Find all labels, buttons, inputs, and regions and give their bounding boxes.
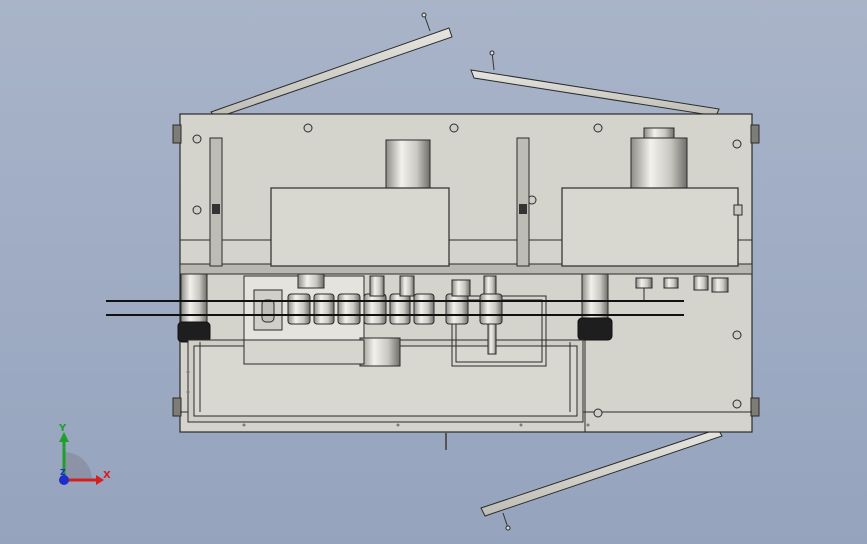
z-axis-label: Z [60,468,66,477]
motor-unit[interactable] [561,127,743,267]
x-axis-label: X [103,470,111,481]
swing-arm-top-left [210,12,453,119]
connectors-right[interactable] [635,275,729,300]
slider-block-left[interactable] [270,139,450,267]
swing-arm-bottom-right [480,428,723,531]
cylinder-right[interactable] [577,273,613,341]
z-axis-dot [59,475,69,485]
y-axis-label: Y [59,423,67,434]
guide-slots [209,137,530,267]
cylinder-left[interactable] [177,273,211,343]
guide-rods [106,300,684,316]
swing-arm-top-right [470,50,720,117]
edge-screws [186,370,590,450]
coordinate-triad [59,432,104,485]
